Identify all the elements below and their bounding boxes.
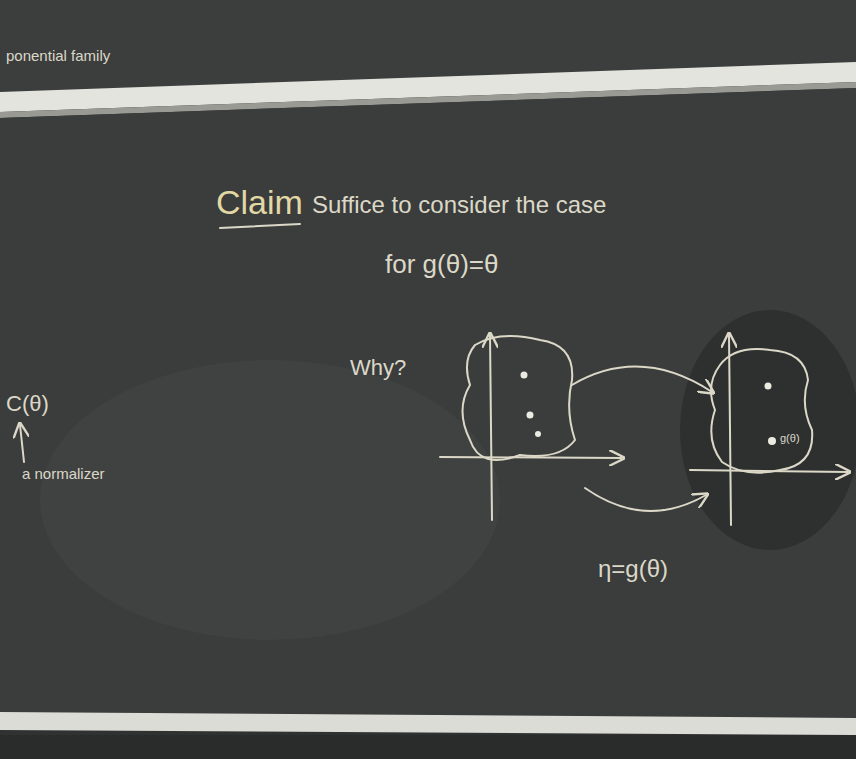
mapping-arrow — [585, 488, 706, 511]
point-label: g(θ) — [780, 432, 800, 444]
bottom-frame — [0, 712, 856, 735]
pointer-arrow — [20, 425, 24, 462]
point — [527, 412, 534, 419]
question-note: Why? — [350, 356, 406, 380]
claim-heading: Claim — [216, 184, 303, 221]
formula-fragment: C(θ) — [6, 392, 49, 416]
axis — [490, 335, 492, 520]
parameter-region — [463, 336, 576, 460]
mapping-label: η=g(θ) — [598, 556, 668, 582]
point — [535, 431, 541, 437]
claim-text: Suffice to consider the case — [312, 192, 606, 218]
smudge — [40, 360, 500, 640]
mapping-arrow — [572, 367, 712, 392]
axis — [440, 457, 622, 458]
point — [768, 437, 776, 445]
point — [765, 383, 772, 390]
annotation: a normalizer — [22, 466, 105, 483]
bottom-edge — [0, 735, 856, 759]
underline — [220, 224, 300, 228]
image-region — [711, 349, 812, 473]
board-heading: ponential family — [6, 48, 110, 65]
point — [521, 372, 528, 379]
axis — [729, 335, 731, 525]
claim-text: for g(θ)=θ — [385, 250, 498, 279]
smudge — [680, 310, 856, 550]
